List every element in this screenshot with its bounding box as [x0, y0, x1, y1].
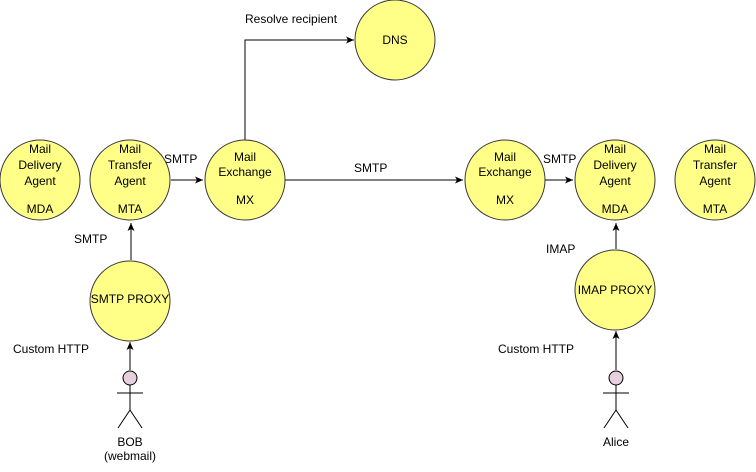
- node-mx-right-line-4: MX: [496, 193, 514, 207]
- label-resolve-recipient: Resolve recipient: [245, 12, 338, 26]
- node-smtp-proxy: SMTP PROXY: [89, 260, 171, 342]
- node-mta-left-line-5: MTA: [118, 202, 142, 216]
- actor-bob-label-1: BOB: [117, 435, 142, 449]
- node-mta-right-line-5: MTA: [703, 202, 727, 216]
- label-custom-http-bob: Custom HTTP: [13, 342, 89, 356]
- label-imap-proxy-mda: IMAP: [546, 242, 575, 256]
- node-mda-left-line-1: Mail: [29, 142, 51, 156]
- node-mx-right-line-1: Mail: [494, 150, 516, 164]
- node-mda-left-line-2: Delivery: [18, 158, 61, 172]
- actor-alice-label: Alice: [603, 435, 629, 449]
- node-mda-left-line-3: Agent: [24, 174, 56, 188]
- node-mta-right-line-1: Mail: [704, 142, 726, 156]
- node-smtp-proxy-label: SMTP PROXY: [91, 292, 169, 306]
- node-mda-right: Mail Delivery Agent MDA: [574, 139, 656, 221]
- node-mta-right-line-3: Agent: [699, 174, 731, 188]
- label-smtp-proxy-mta: SMTP: [74, 232, 107, 246]
- node-mda-left: Mail Delivery Agent MDA: [0, 139, 81, 221]
- node-mx-left-line-2: Exchange: [218, 165, 272, 179]
- node-mta-left-line-2: Transfer: [108, 158, 152, 172]
- actor-alice-body: [603, 385, 629, 429]
- node-mda-right-line-3: Agent: [599, 174, 631, 188]
- node-imap-proxy: IMAP PROXY: [574, 249, 656, 331]
- node-mda-right-line-5: MDA: [602, 202, 629, 216]
- node-imap-proxy-label: IMAP PROXY: [578, 283, 652, 297]
- node-mda-right-line-2: Delivery: [593, 158, 636, 172]
- node-mda-right-line-1: Mail: [604, 142, 626, 156]
- label-smtp-mta-mx: SMTP: [164, 152, 197, 166]
- actor-bob-body: [117, 385, 143, 429]
- node-dns-label: DNS: [382, 33, 407, 47]
- node-mta-right-line-2: Transfer: [693, 158, 737, 172]
- actor-bob-head: [122, 370, 138, 386]
- node-mta-left-line-3: Agent: [114, 174, 146, 188]
- label-smtp-mx-mx: SMTP: [354, 161, 387, 175]
- actor-bob: BOB (webmail): [104, 370, 156, 463]
- edge-mx-to-dns: [244, 36, 354, 140]
- node-dns: DNS: [354, 0, 436, 81]
- node-mda-left-line-5: MDA: [27, 202, 54, 216]
- node-mta-right: Mail Transfer Agent MTA: [674, 139, 756, 221]
- node-mta-left-line-1: Mail: [119, 142, 141, 156]
- node-mta-left: Mail Transfer Agent MTA: [89, 139, 171, 221]
- node-mx-left: Mail Exchange MX: [204, 139, 286, 221]
- node-mx-right-line-2: Exchange: [478, 165, 532, 179]
- node-mx-left-line-4: MX: [236, 193, 254, 207]
- node-mx-right: Mail Exchange MX: [464, 139, 546, 221]
- node-mx-left-line-1: Mail: [234, 150, 256, 164]
- label-custom-http-alice: Custom HTTP: [498, 342, 574, 356]
- label-smtp-mx-mda: SMTP: [543, 152, 576, 166]
- actor-bob-label-2: (webmail): [104, 449, 156, 463]
- actor-alice: Alice: [603, 370, 629, 449]
- actor-alice-head: [608, 370, 624, 386]
